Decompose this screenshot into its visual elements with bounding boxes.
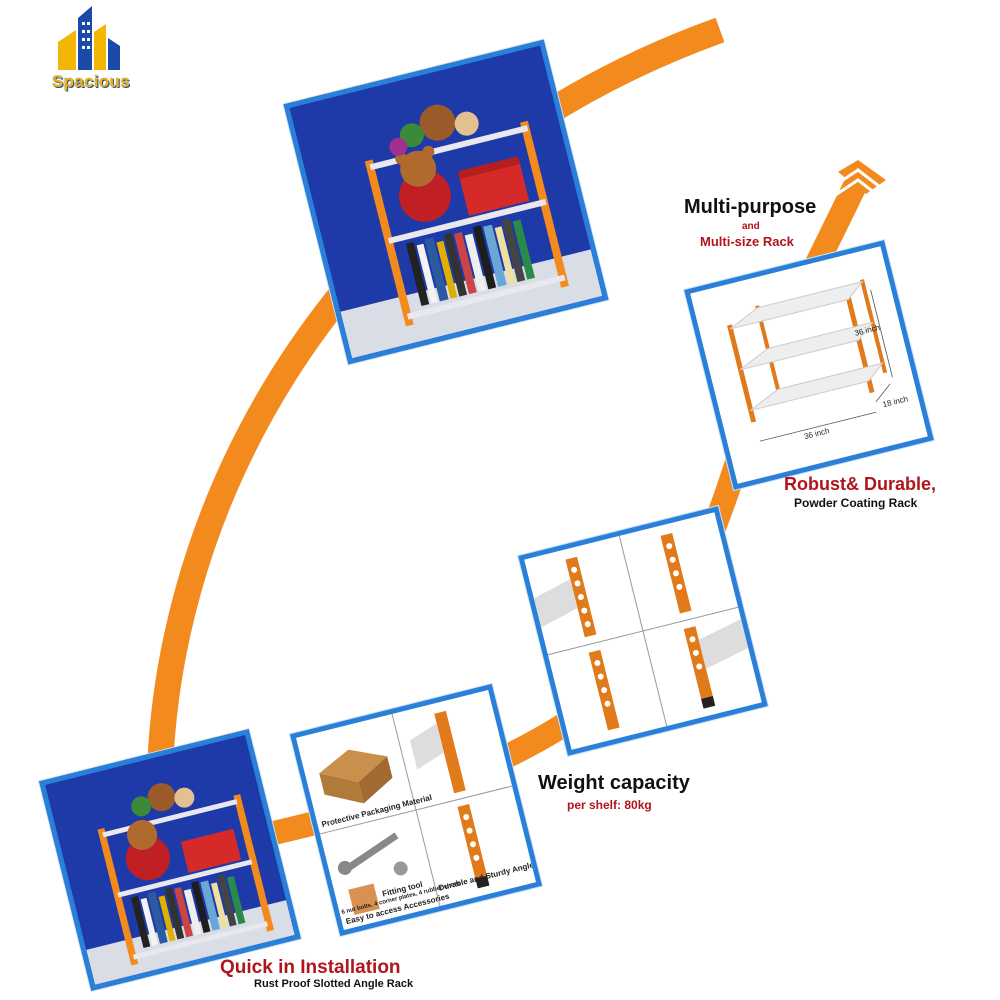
- room-image-card-bottom: [39, 729, 301, 991]
- chevron-arrow-icon: [833, 160, 886, 202]
- books-row: [130, 874, 246, 949]
- wrench-icon: [337, 832, 399, 875]
- angle-details-card: [518, 506, 768, 756]
- installation-subtitle: Rust Proof Slotted Angle Rack: [254, 978, 414, 990]
- robust-title: Robust& Durable,: [784, 474, 937, 494]
- toolbox-icon: [457, 156, 530, 216]
- installation-title: Quick in Installation: [220, 957, 401, 978]
- box-icon: [319, 749, 393, 804]
- toolbox-icon: [180, 828, 242, 873]
- robust-subtitle: Powder Coating Rack: [794, 496, 918, 510]
- multipurpose-joiner: and: [742, 221, 760, 232]
- logo-buildings-icon: [58, 6, 120, 70]
- teddy-bear-icon: [125, 820, 170, 881]
- rack-dimension-card: 36 inch 36 inch 18 inch: [684, 240, 934, 490]
- rack-dimension-illustration: [727, 279, 893, 442]
- shelf-scene-illustration: [289, 45, 603, 359]
- room-image-card-top: [283, 39, 609, 365]
- shelf-scene-illustration-small: [45, 735, 295, 985]
- parts-card: Protective Packaging Material Fitting to…: [289, 683, 543, 937]
- weight-title: Weight capacity: [538, 772, 690, 794]
- teddy-bear-icon: [395, 145, 451, 222]
- toys-pile: [389, 104, 479, 156]
- books-row: [405, 218, 535, 307]
- multipurpose-title: Multi-purpose: [684, 196, 817, 218]
- toys-pile: [131, 783, 195, 817]
- logo-wordmark: Spacious: [52, 72, 130, 91]
- multipurpose-subtitle: Multi-size Rack: [700, 234, 794, 249]
- main-arc: [146, 17, 725, 821]
- angle-details-illustration: [533, 533, 749, 731]
- parts-illustration: [319, 710, 513, 915]
- weight-subtitle: per shelf: 80kg: [567, 798, 652, 812]
